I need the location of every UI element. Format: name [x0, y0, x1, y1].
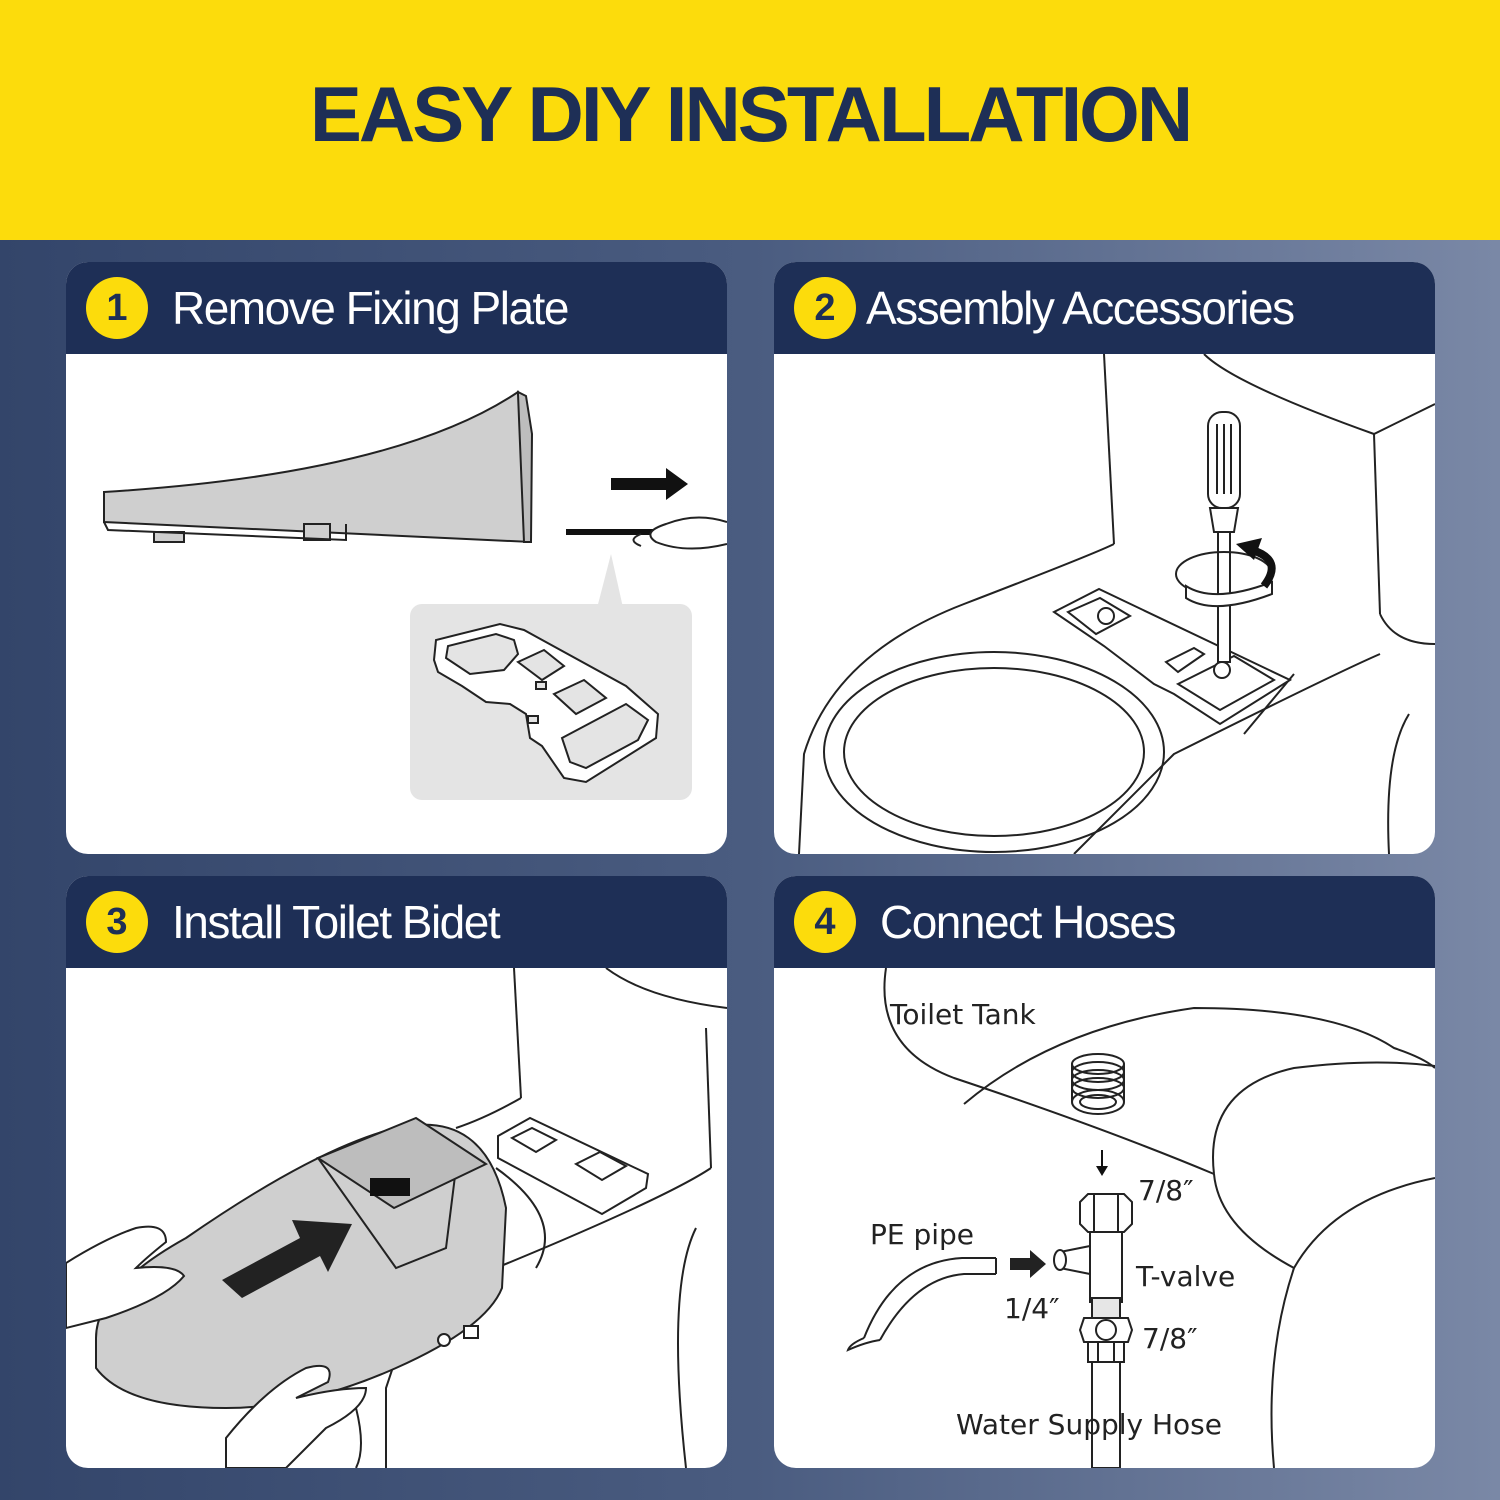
fixing-plate-edge: [566, 529, 656, 535]
step-4-header: 4 Connect Hoses: [774, 876, 1435, 968]
mounting-plate-installed: [1052, 587, 1293, 726]
pe-pipe-icon: [846, 1257, 997, 1352]
small-size-label: 1/4″: [1004, 1292, 1060, 1325]
step-3-illustration: [66, 968, 727, 1468]
step-1-number-badge: 1: [86, 277, 148, 339]
step-4-number-badge: 4: [794, 891, 856, 953]
step-3-panel: 3 Install Toilet Bidet: [66, 876, 727, 1468]
tank-inlet-thread-icon: [1071, 1053, 1125, 1115]
water-supply-hose-label: Water Supply Hose: [956, 1408, 1222, 1441]
step-4-illustration: Toilet Tank 7/8″ PE pipe T-valve 1/4″ 7/…: [774, 968, 1435, 1468]
t-valve-icon: [1053, 1193, 1134, 1468]
title-banner: EASY DIY INSTALLATION: [0, 0, 1500, 240]
screwdriver-icon: [1207, 411, 1241, 663]
step-3-number-badge: 3: [86, 891, 148, 953]
step-2-title: Assembly Accessories: [866, 282, 1295, 334]
bidet-seat-side-view: [103, 390, 534, 544]
bidet-seat-top-view: [95, 1116, 508, 1410]
bottom-size-label: 7/8″: [1142, 1322, 1198, 1355]
right-arrow-icon: [611, 468, 688, 500]
step-4-panel: 4 Connect Hoses: [774, 876, 1435, 1468]
t-valve-label: T-valve: [1136, 1260, 1236, 1293]
rotate-arrow-icon: [1175, 538, 1276, 607]
step-1-illustration: [66, 354, 727, 854]
insert-arrow-icon: [1010, 1250, 1046, 1278]
step-2-illustration: [774, 354, 1435, 854]
hand-pulling-plate: [632, 516, 727, 550]
step-1-header: 1 Remove Fixing Plate: [66, 262, 727, 354]
top-size-label: 7/8″: [1138, 1174, 1194, 1207]
step-1-panel: 1 Remove Fixing Plate: [66, 262, 727, 854]
step-2-panel: 2 Assembly Accessories: [774, 262, 1435, 854]
step-1-title: Remove Fixing Plate: [172, 282, 569, 334]
toilet-tank-line-art: [883, 968, 1435, 1468]
insert-arrow-icon: [222, 1220, 352, 1298]
mounting-plate-installed: [497, 1116, 650, 1216]
step-3-title: Install Toilet Bidet: [172, 896, 501, 948]
pe-pipe-label: PE pipe: [870, 1218, 975, 1251]
step-2-number-badge: 2: [794, 277, 856, 339]
toilet-line-art: [798, 354, 1435, 854]
step-2-header: 2 Assembly Accessories: [774, 262, 1435, 354]
hands-holding-seat: [66, 1225, 368, 1468]
step-4-title: Connect Hoses: [880, 896, 1177, 948]
page-title: EASY DIY INSTALLATION: [309, 69, 1193, 158]
step-3-header: 3 Install Toilet Bidet: [66, 876, 727, 968]
toilet-tank-label: Toilet Tank: [890, 998, 1036, 1031]
fixing-plate-icon: [432, 622, 660, 784]
down-arrow-icon: [1096, 1150, 1108, 1176]
